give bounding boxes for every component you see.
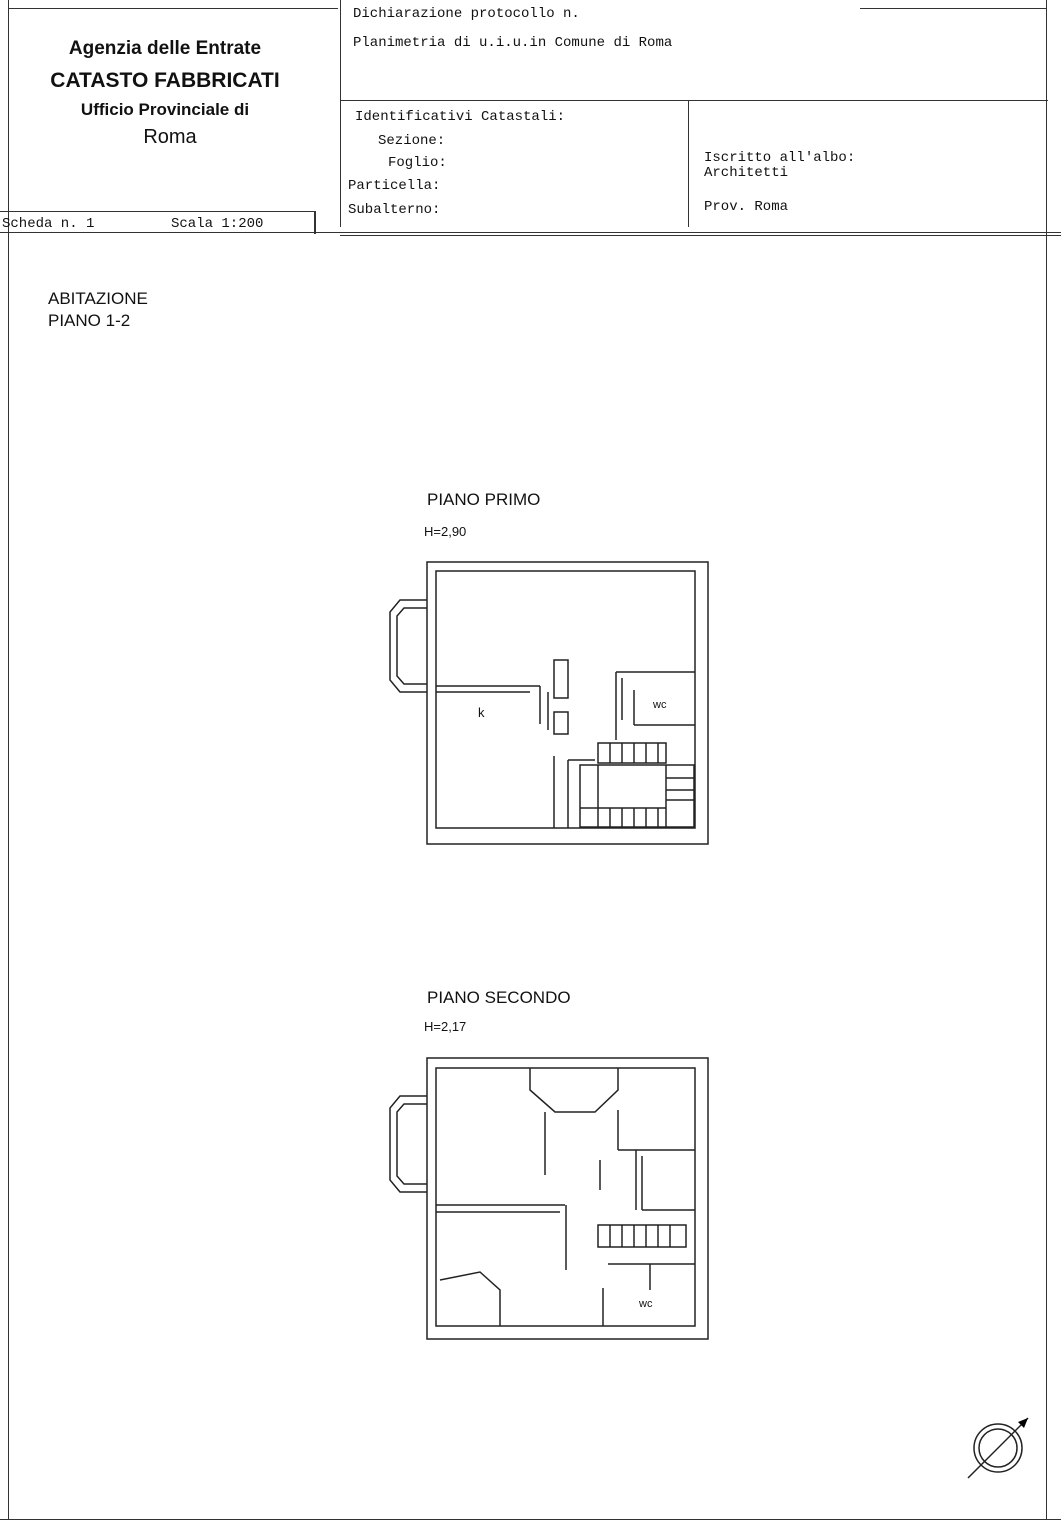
floor1-height: H=2,90 bbox=[424, 524, 467, 539]
scheda-label: Scheda n. 1 bbox=[2, 216, 95, 232]
sezione-label: Sezione: bbox=[378, 133, 446, 149]
footer-line bbox=[0, 1519, 1061, 1520]
frame-right bbox=[1046, 0, 1047, 1520]
iscritto-label: Iscritto all'albo: bbox=[704, 150, 856, 166]
floor2-plan bbox=[389, 1057, 709, 1340]
room-label-wc-1: wc bbox=[653, 699, 667, 711]
frame-top-right bbox=[860, 8, 1046, 9]
north-arrow-icon bbox=[967, 1417, 1029, 1479]
protocol-box bbox=[340, 0, 1048, 101]
scheda-box bbox=[0, 211, 316, 234]
subalterno-label: Subalterno: bbox=[348, 202, 441, 218]
protocol-label: Dichiarazione protocollo n. bbox=[353, 6, 580, 22]
catasto-title: CATASTO FABBRICATI bbox=[50, 69, 280, 92]
particella-label: Particella: bbox=[348, 178, 441, 194]
floor2-height: H=2,17 bbox=[424, 1019, 467, 1034]
agency-name: Agenzia delle Entrate bbox=[68, 38, 262, 59]
floor1-plan bbox=[389, 561, 709, 845]
room-label-wc-2: wc bbox=[639, 1298, 653, 1310]
planimetria-label: Planimetria di u.i.u.in Comune di Roma bbox=[353, 35, 673, 51]
room-label-kitchen: k bbox=[478, 705, 485, 720]
prov-value: Prov. Roma bbox=[704, 199, 789, 215]
albo-box bbox=[688, 100, 1048, 227]
identificativi-label: Identificativi Catastali: bbox=[355, 109, 566, 125]
ufficio-city: Roma bbox=[143, 126, 197, 148]
scala-label: Scala 1:200 bbox=[171, 216, 264, 232]
header-bottom bbox=[0, 232, 1061, 233]
foglio-label: Foglio: bbox=[388, 155, 447, 171]
frame-left bbox=[8, 0, 9, 1520]
floor2-title: PIANO SECONDO bbox=[427, 988, 571, 1007]
floor1-title: PIANO PRIMO bbox=[427, 490, 541, 509]
header-bottom2 bbox=[340, 235, 1061, 236]
type-line1: ABITAZIONE bbox=[48, 289, 148, 308]
frame-top bbox=[8, 8, 338, 9]
ufficio-label: Ufficio Provinciale di bbox=[80, 100, 250, 119]
albo-value: Architetti bbox=[704, 165, 789, 181]
type-line2: PIANO 1-2 bbox=[48, 311, 131, 330]
identificativi-box bbox=[340, 100, 688, 227]
